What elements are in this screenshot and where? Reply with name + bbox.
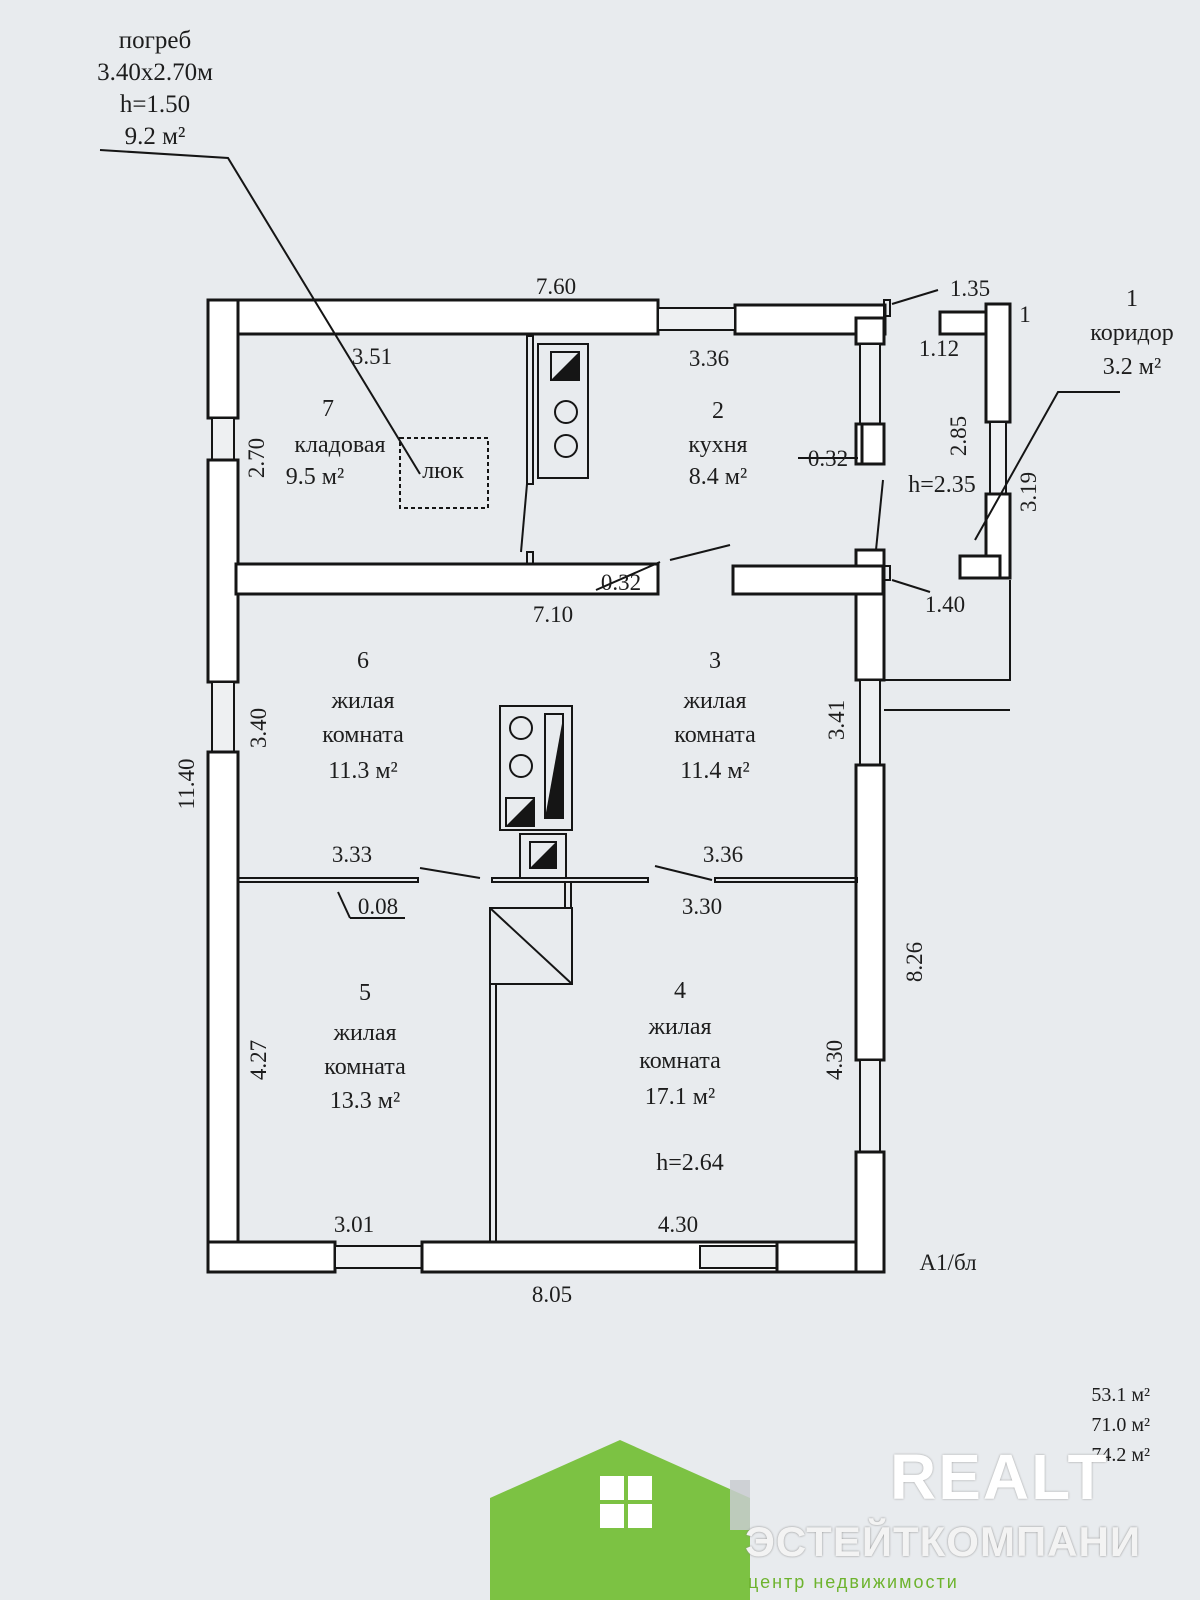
room-area: 9.5 м² — [286, 464, 344, 490]
dim-room4-height: 4.30 — [822, 1040, 847, 1080]
room-4-living: 4 жилая комната 17.1 м² h=2.64 — [639, 978, 724, 1176]
dim-room3-height: 3.41 — [824, 700, 849, 740]
leader-lines — [99, 149, 1120, 919]
room-name-1: жилая — [682, 688, 746, 714]
room-6-living: 6 жилая комната 11.3 м² — [322, 648, 404, 784]
room-name-2: комната — [674, 722, 756, 748]
room-area: 8.4 м² — [689, 464, 747, 490]
room-name-1: жилая — [647, 1014, 711, 1040]
dim-room4-width-top: 3.30 — [682, 894, 722, 919]
room-name: кухня — [688, 432, 747, 458]
dim-top-overall: 7.60 — [536, 274, 576, 299]
central-stove — [489, 705, 573, 985]
room-area: 3.2 м² — [1103, 354, 1161, 380]
dim-partition: 0.08 — [358, 894, 398, 919]
room-name-2: комната — [324, 1054, 406, 1080]
ceiling-height: h=2.64 — [656, 1150, 724, 1176]
room-area: 17.1 м² — [645, 1084, 715, 1110]
dim-kitchen-wall: 0.32 — [808, 446, 848, 471]
dim-room3-width: 3.36 — [703, 842, 743, 867]
room-number: 3 — [709, 648, 721, 674]
room-5-living: 5 жилая комната 13.3 м² — [324, 980, 406, 1114]
cellar-size: 3.40х2.70м — [97, 59, 213, 86]
room-number: 7 — [322, 396, 334, 422]
dim-room6-height: 3.40 — [246, 708, 271, 748]
dim-porch-depth: 1.12 — [919, 336, 959, 361]
dim-right-overall: 8.26 — [902, 942, 927, 982]
kitchen-stove — [537, 343, 589, 479]
dim-room5-width: 3.01 — [334, 1212, 374, 1237]
house-logo-icon — [490, 1440, 750, 1600]
room-number: 2 — [712, 398, 724, 424]
brand-logo: REALT ЭСТЕЙТКОМПАНИ центр недвижимости — [490, 1440, 1190, 1600]
room-3-living: 3 жилая комната 11.4 м² — [674, 648, 756, 784]
dim-room4-width: 4.30 — [658, 1212, 698, 1237]
dim-kitchen-width: 3.36 — [689, 346, 729, 371]
brand-company: ЭСТЕЙТКОМПАНИ — [745, 1518, 1142, 1565]
total-overall-area: 74.2 м² — [1091, 1444, 1150, 1466]
cellar-note: погреб 3.40х2.70м h=1.50 9.2 м² — [97, 27, 213, 150]
total-area: 71.0 м² — [1091, 1414, 1150, 1436]
room-area: 13.3 м² — [330, 1088, 400, 1114]
entry-height: h=2.35 — [908, 472, 976, 498]
dim-storage-height: 2.70 — [244, 438, 269, 478]
room-name-1: жилая — [330, 688, 394, 714]
dim-left-overall: 11.40 — [174, 759, 199, 810]
hatch-label: люк — [422, 458, 464, 484]
room-number: 6 — [357, 648, 369, 674]
room-7-storage: 7 кладовая 9.5 м² люк — [286, 396, 464, 490]
dim-kitchen-niche: 0.32 — [601, 570, 641, 595]
room-name-2: комната — [639, 1048, 721, 1074]
room-name: коридор — [1090, 320, 1174, 346]
room-name-2: комната — [322, 722, 404, 748]
dim-bottom-overall: 8.05 — [532, 1282, 572, 1307]
dim-storage-width: 3.51 — [352, 344, 392, 369]
area-totals: 53.1 м² 71.0 м² 74.2 м² — [1000, 1380, 1150, 1470]
room-1-corridor: 1 коридор 3.2 м² — [1090, 286, 1174, 380]
dim-room5-height: 4.27 — [246, 1040, 271, 1080]
dim-middle-width: 7.10 — [533, 602, 573, 627]
dim-porch-mark: 1 — [1019, 302, 1031, 327]
dim-porch-height: 2.85 — [946, 416, 971, 456]
room-name-1: жилая — [332, 1020, 396, 1046]
room-number: 5 — [359, 980, 371, 1006]
room-name: кладовая — [294, 432, 385, 458]
cellar-title: погреб — [119, 27, 191, 54]
dim-porch-width: 1.35 — [950, 276, 990, 301]
room-area: 11.4 м² — [680, 758, 750, 784]
room-area: 11.3 м² — [328, 758, 398, 784]
dim-porch-outer: 3.19 — [1016, 472, 1041, 512]
cellar-height: h=1.50 — [120, 91, 190, 118]
corner-code: А1/бл — [919, 1250, 976, 1275]
kitchen-niche — [860, 422, 886, 466]
cellar-area: 9.2 м² — [125, 123, 186, 150]
outer-walls — [206, 298, 887, 1274]
brand-realt: REALT — [890, 1441, 1109, 1513]
total-living-area: 53.1 м² — [1091, 1384, 1150, 1406]
dim-room6-width: 3.33 — [332, 842, 372, 867]
brand-tagline: центр недвижимости — [748, 1572, 959, 1592]
cellar-hatch — [399, 437, 489, 509]
room-number: 1 — [1126, 286, 1138, 312]
dim-porch-bottom: 1.40 — [925, 592, 965, 617]
interior-walls — [234, 335, 885, 1243]
porch — [883, 289, 1012, 711]
room-2-kitchen: 2 кухня 8.4 м² — [688, 398, 747, 490]
room-number: 4 — [674, 978, 686, 1004]
dimensions: 7.60 3.51 3.36 1.35 1 1.12 2.70 0.32 2.8… — [174, 274, 1041, 1307]
